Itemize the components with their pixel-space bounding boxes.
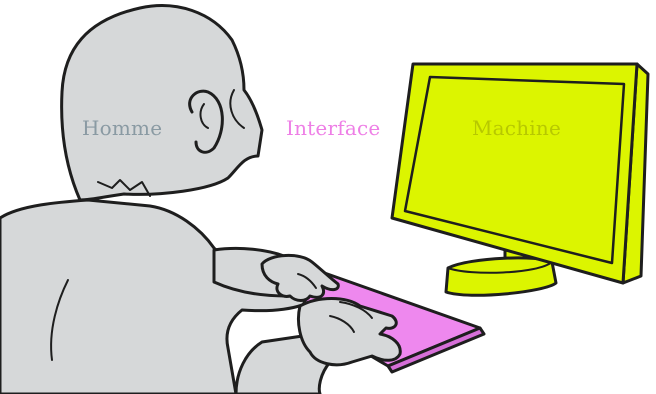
monitor-screen — [403, 75, 626, 265]
keyboard-edge — [386, 326, 486, 374]
monitor — [390, 62, 650, 297]
left-hand — [260, 254, 340, 302]
interface-label: Interface — [286, 116, 381, 140]
machine-label: Machine — [472, 116, 561, 140]
monitor-stand-base — [444, 256, 558, 297]
hands — [260, 254, 402, 367]
human-label: Homme — [82, 116, 163, 140]
person-head — [60, 4, 264, 202]
person-ear — [188, 89, 224, 154]
right-hand — [296, 297, 402, 367]
person — [0, 4, 332, 394]
